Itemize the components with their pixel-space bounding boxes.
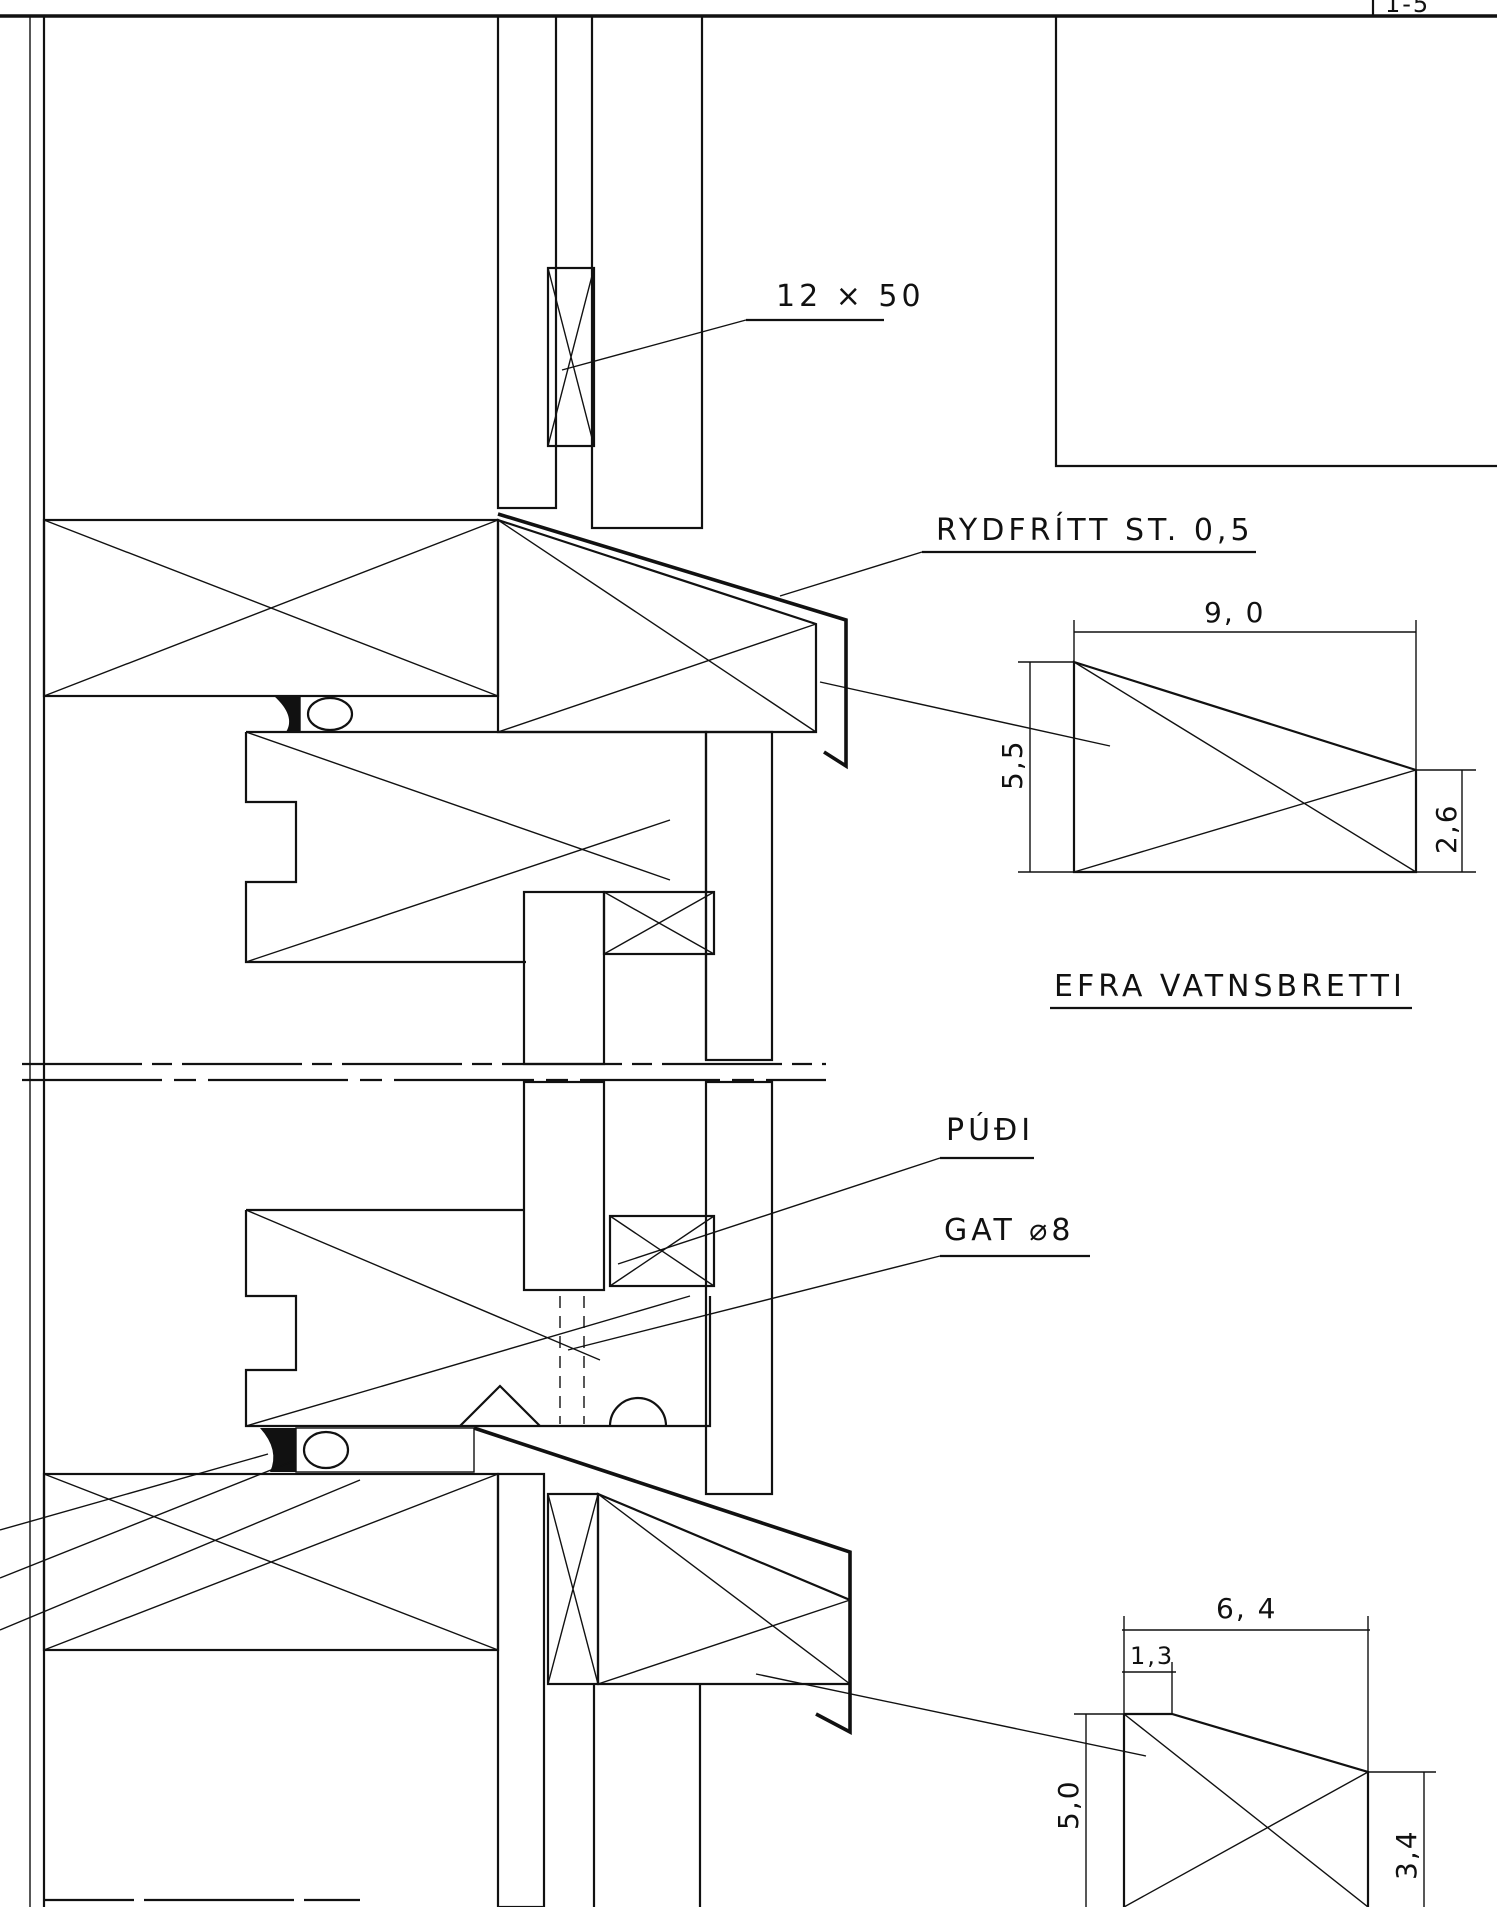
callouts: 12 × 50 RYDFRÍTT ST. 0,5 PÚÐI GAT ⌀8 — [746, 279, 1256, 1258]
hole-label: GAT ⌀8 — [944, 1213, 1074, 1248]
upper-height-dim: 5,5 — [996, 739, 1029, 790]
batten-label: 12 × 50 — [776, 279, 925, 314]
window-frame-lower — [244, 1080, 774, 1496]
upper-edge-dim: 2,6 — [1430, 803, 1463, 854]
upper-sill-title: EFRA VATNSBRETTI — [1054, 969, 1406, 1004]
pad-label: PÚÐI — [946, 1111, 1034, 1148]
wall-section — [29, 14, 1497, 1907]
upper-sill-block — [42, 512, 848, 770]
break-line — [22, 1062, 826, 1082]
upper-sill-detail: 9, 0 5,5 2,6 EFRA VATNSBRETTI — [996, 596, 1476, 1010]
lower-height-dim: 5,0 — [1052, 1779, 1085, 1830]
lower-top-dim: 1,3 — [1130, 1642, 1174, 1670]
flashing-label: RYDFRÍTT ST. 0,5 — [936, 512, 1254, 548]
sheet-border: 1-5 — [0, 0, 1497, 18]
lower-edge-dim: 3,4 — [1390, 1829, 1423, 1880]
leader-lines — [0, 319, 1147, 1757]
upper-width-dim: 9, 0 — [1204, 596, 1265, 629]
sheet-mark: 1-5 — [1385, 0, 1430, 18]
lower-sill-detail: 6, 4 1,3 5,0 3,4 — [1052, 1592, 1436, 1907]
lower-width-dim: 6, 4 — [1216, 1592, 1277, 1625]
window-frame-upper — [244, 730, 774, 1066]
lower-sill-block — [42, 1426, 852, 1907]
